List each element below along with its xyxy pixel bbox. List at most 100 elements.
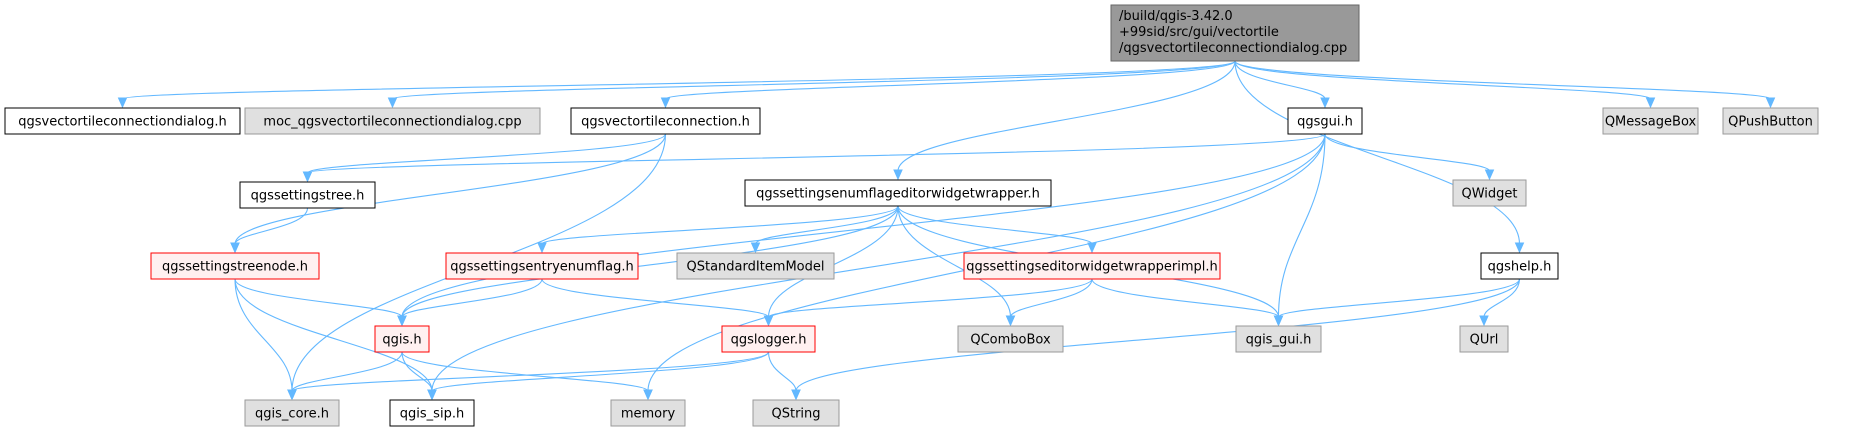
edge-line [1234,60,1772,100]
edge-treenode_h-to-qgis_h [234,278,407,327]
edge-root-to-dialog_h [117,60,1236,109]
edge-line [1091,278,1280,318]
node-box [244,399,340,427]
node-memory[interactable]: memory [610,399,686,427]
edge-arrowhead [750,242,761,254]
edge-arrowhead [660,97,671,109]
node-qmessagebox[interactable]: QMessageBox [1602,107,1699,135]
edge-arrowhead [791,389,801,401]
edge-arrowhead [1087,242,1097,254]
node-label: qgssettingstreenode.h [162,260,308,275]
edge-enumflag_wrapper_h-to-qstandarditemmodel [750,205,899,254]
node-qstandarditemmodel[interactable]: QStandardItemModel [676,252,835,280]
node-qurl[interactable]: QUrl [1459,325,1509,353]
node-qgis_core_h[interactable]: qgis_core.h [244,399,340,427]
node-connection_h[interactable]: qgsvectortileconnection.h [570,107,761,135]
node-qpushbutton[interactable]: QPushButton [1722,107,1819,135]
edge-qgshelp_h-to-qstring [791,278,1521,401]
edge-line [664,60,1236,100]
node-qgslogger_h[interactable]: qgslogger.h [721,325,816,353]
edge-line [234,207,309,245]
node-treenode_h[interactable]: qgssettingstreenode.h [150,252,320,280]
node-label: qgslogger.h [731,333,807,348]
node-box [445,252,639,280]
edge-line [795,278,1521,392]
edge-root-to-connection_h [660,60,1236,109]
edge-arrowhead [427,389,437,401]
edge-arrowhead [1320,97,1330,109]
edge-line [234,278,293,392]
edge-line [767,351,797,392]
node-label: qgssettingsenumflageditorwidgetwrapper.h [756,187,1040,202]
node-box [957,325,1064,353]
node-enumflag_wrapper_h[interactable]: qgssettingsenumflageditorwidgetwrapper.h [744,179,1052,207]
nodes-layer: /build/qgis-3.42.0+99sid/src/gui/vectort… [4,4,1819,427]
node-entryenumflag_h[interactable]: qgssettingsentryenumflag.h [445,252,639,280]
edge-arrowhead [1645,97,1656,109]
node-box [1110,4,1360,62]
node-box [721,325,816,353]
edge-wrapperimpl_h-to-qcombobox [1005,278,1093,327]
edge-root-to-qmessagebox [1234,60,1656,109]
edge-arrowhead [1273,315,1284,327]
node-qgis_sip_h[interactable]: qgis_sip.h [389,399,475,427]
node-qstring[interactable]: QString [752,399,840,427]
edge-line [401,205,899,318]
edge-qgis_h-to-qgis_core_h [287,351,403,401]
edge-line [1234,60,1652,100]
edge-arrowhead [397,315,407,327]
edge-qgslogger_h-to-qgis_core_h [287,351,770,401]
node-box [676,252,835,280]
node-box [374,325,430,353]
edge-arrowhead [287,389,297,401]
node-box [752,399,840,427]
edge-enumflag_wrapper_h-to-wrapperimpl_h [897,205,1097,254]
edge-line [391,60,1236,100]
edge-line [767,278,1093,318]
node-label: qgssettingstree.h [251,189,365,204]
edge-qgslogger_h-to-qgis_sip_h [427,351,770,401]
node-label: qgssettingsentryenumflag.h [450,260,633,275]
edge-line [431,133,1326,392]
edge-enumflag_wrapper_h-to-entryenumflag_h [537,205,899,254]
edge-wrapperimpl_h-to-qgis_gui_h [1091,278,1284,327]
node-box [389,399,475,427]
node-label: QWidget [1461,187,1517,202]
edge-qgsgui_h-to-qgis_gui_h [1273,133,1326,327]
edge-line [1277,133,1326,318]
node-dialog_h[interactable]: qgsvectortileconnectiondialog.h [4,107,241,135]
node-label: qgshelp.h [1488,260,1552,275]
node-label: qgis_gui.h [1246,333,1312,348]
node-box [610,399,686,427]
edge-root-to-qgshelp_h [1234,60,1525,254]
node-qgshelp_h[interactable]: qgshelp.h [1480,252,1559,280]
edge-line [121,60,1236,100]
node-qgsgui_h[interactable]: qgsgui.h [1287,107,1363,135]
edge-root-to-qpushbutton [1234,60,1776,109]
edge-line [234,133,667,245]
node-label: QComboBox [970,333,1051,348]
edge-arrowhead [1765,97,1776,109]
edge-line [1234,60,1521,245]
node-qwidget[interactable]: QWidget [1452,179,1527,207]
node-label: qgis.h [382,333,421,348]
node-box [1235,325,1322,353]
node-box [963,252,1221,280]
node-root[interactable]: /build/qgis-3.42.0+99sid/src/gui/vectort… [1110,4,1360,62]
node-wrapperimpl_h[interactable]: qgssettingseditorwidgetwrapperimpl.h [963,252,1221,280]
edge-arrowhead [1479,315,1489,327]
node-box [1480,252,1559,280]
node-qcombobox[interactable]: QComboBox [957,325,1064,353]
node-qgis_gui_h[interactable]: qgis_gui.h [1235,325,1322,353]
node-label: +99sid/src/gui/vectortile [1119,25,1279,40]
edge-arrowhead [1484,169,1495,181]
node-label: QPushButton [1728,115,1813,130]
edge-root-to-qgsgui_h [1234,60,1330,109]
node-qgis_h[interactable]: qgis.h [374,325,430,353]
node-label: /build/qgis-3.42.0 [1119,9,1233,24]
edge-line [401,133,1326,318]
node-moc_cpp[interactable]: moc_qgsvectortileconnectiondialog.cpp [244,107,541,135]
node-settingstree_h[interactable]: qgssettingstree.h [239,181,376,209]
edge-wrapperimpl_h-to-qgslogger_h [763,278,1093,327]
